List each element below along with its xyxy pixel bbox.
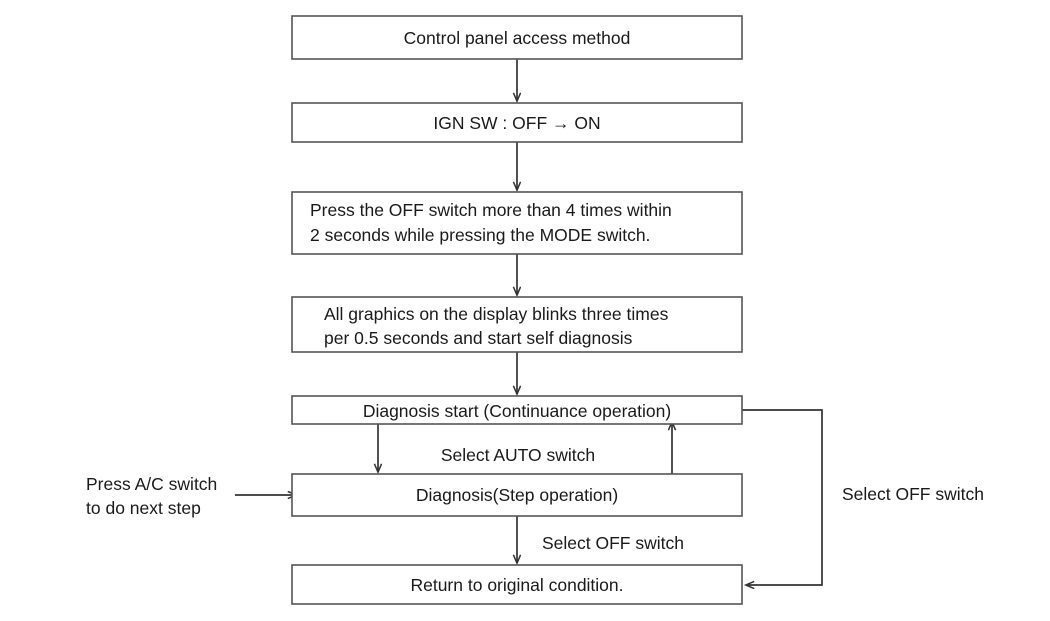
node-box xyxy=(291,473,743,517)
connector-group xyxy=(235,59,823,585)
node-label-line-1: Press the OFF switch more than 4 times w… xyxy=(310,200,672,220)
node-label: Diagnosis(Step operation) xyxy=(416,485,618,505)
node-box xyxy=(291,564,743,605)
node-box xyxy=(291,15,743,60)
node-diagnosis-step[interactable]: Diagnosis(Step operation) xyxy=(291,473,743,517)
node-label: Control panel access method xyxy=(404,28,631,48)
node-label: Return to original condition. xyxy=(410,575,623,595)
node-diagnosis-start[interactable]: Diagnosis start (Continuance operation) xyxy=(291,395,743,425)
node-label-line-2: 2 seconds while pressing the MODE switch… xyxy=(310,225,650,245)
annotation-line-1: Press A/C switch xyxy=(86,474,217,494)
node-box xyxy=(291,395,743,425)
node-return-original[interactable]: Return to original condition. xyxy=(291,564,743,605)
annotation-line-2: to do next step xyxy=(86,498,201,518)
edge-label-select-off-switch-down: Select OFF switch xyxy=(542,533,684,553)
annotation-press-ac-switch: Press A/C switch to do next step xyxy=(86,474,217,518)
node-label-line-2: per 0.5 seconds and start self diagnosis xyxy=(324,328,633,348)
node-ign-sw[interactable]: IGN SW : OFF → ON xyxy=(291,102,743,143)
node-all-graphics-blink[interactable]: All graphics on the display blinks three… xyxy=(291,296,743,353)
edge-label-select-off-switch-right: Select OFF switch xyxy=(842,484,984,504)
node-box xyxy=(291,296,743,353)
node-label: IGN SW : OFF → ON xyxy=(433,113,600,133)
node-box xyxy=(291,102,743,143)
connector-diagnosis-start-to-return-loop xyxy=(742,409,823,585)
edge-label-select-auto-switch: Select AUTO switch xyxy=(441,445,595,465)
node-press-off-switch[interactable]: Press the OFF switch more than 4 times w… xyxy=(291,191,743,255)
node-box xyxy=(291,191,743,255)
node-control-panel-access-method[interactable]: Control panel access method xyxy=(291,15,743,60)
node-label: Diagnosis start (Continuance operation) xyxy=(363,401,671,421)
node-label-line-1: All graphics on the display blinks three… xyxy=(324,304,669,324)
